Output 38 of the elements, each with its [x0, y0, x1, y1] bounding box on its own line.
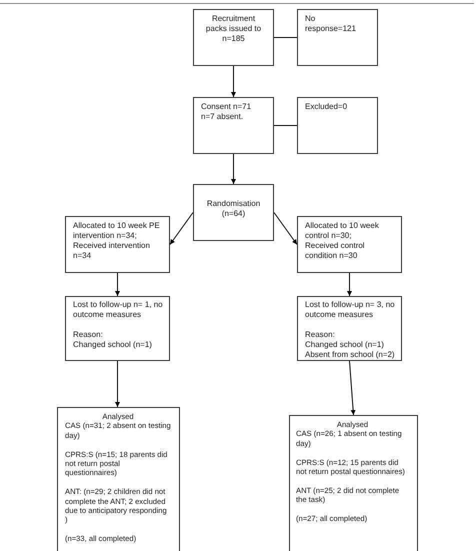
flow-step-text: Lost to follow-up n= 1, no outcome measures	[73, 300, 164, 320]
process-box	[193, 184, 274, 241]
flow-step-text: Recruitment packs issued to n=185	[204, 14, 262, 44]
flow-step-text: Changed school (n=1)	[73, 340, 153, 350]
process-box	[65, 216, 170, 273]
flow-step-text: n=7 absent.	[201, 112, 244, 122]
connector-line	[274, 37, 298, 38]
flow-step-text: Absent from school (n=2)	[305, 350, 396, 360]
connector-line	[274, 125, 298, 126]
flow-step-text: Lost to follow-up n= 3, no outcome measures	[305, 300, 396, 320]
arrow	[231, 66, 236, 98]
arrow	[115, 272, 120, 296]
flow-step-text: Consent n=71	[201, 102, 252, 112]
flow-step-text: Received intervention n=34	[73, 241, 151, 261]
process-box	[297, 216, 402, 273]
flow-step-text: Reason:	[305, 330, 336, 340]
arrow	[349, 360, 356, 416]
process-box	[193, 97, 274, 154]
arrow	[347, 272, 352, 296]
flow-step-text: No response=121	[305, 14, 357, 34]
flow-step-text: Changed school (n=1)	[305, 340, 385, 350]
process-box	[297, 97, 378, 154]
flow-step-text: Allocated to 10 week control n=30;	[305, 221, 380, 241]
flow-step-text: Allocated to 10 week PE intervention n=34;	[73, 221, 161, 241]
process-box	[193, 9, 274, 66]
arrow	[231, 154, 236, 184]
process-box	[297, 296, 402, 361]
arrow	[274, 212, 298, 245]
flow-step-text: Excluded=0	[305, 102, 348, 112]
flow-step-text: Received control condition n=30	[305, 241, 366, 261]
process-box	[289, 415, 418, 551]
flow-step-text: Reason:	[73, 330, 104, 340]
flow-step-text: Randomisation (n=64)	[206, 199, 262, 219]
arrow	[170, 212, 194, 245]
arrow	[115, 360, 120, 408]
process-box	[57, 407, 180, 551]
process-box	[65, 296, 170, 361]
process-box	[297, 9, 378, 66]
